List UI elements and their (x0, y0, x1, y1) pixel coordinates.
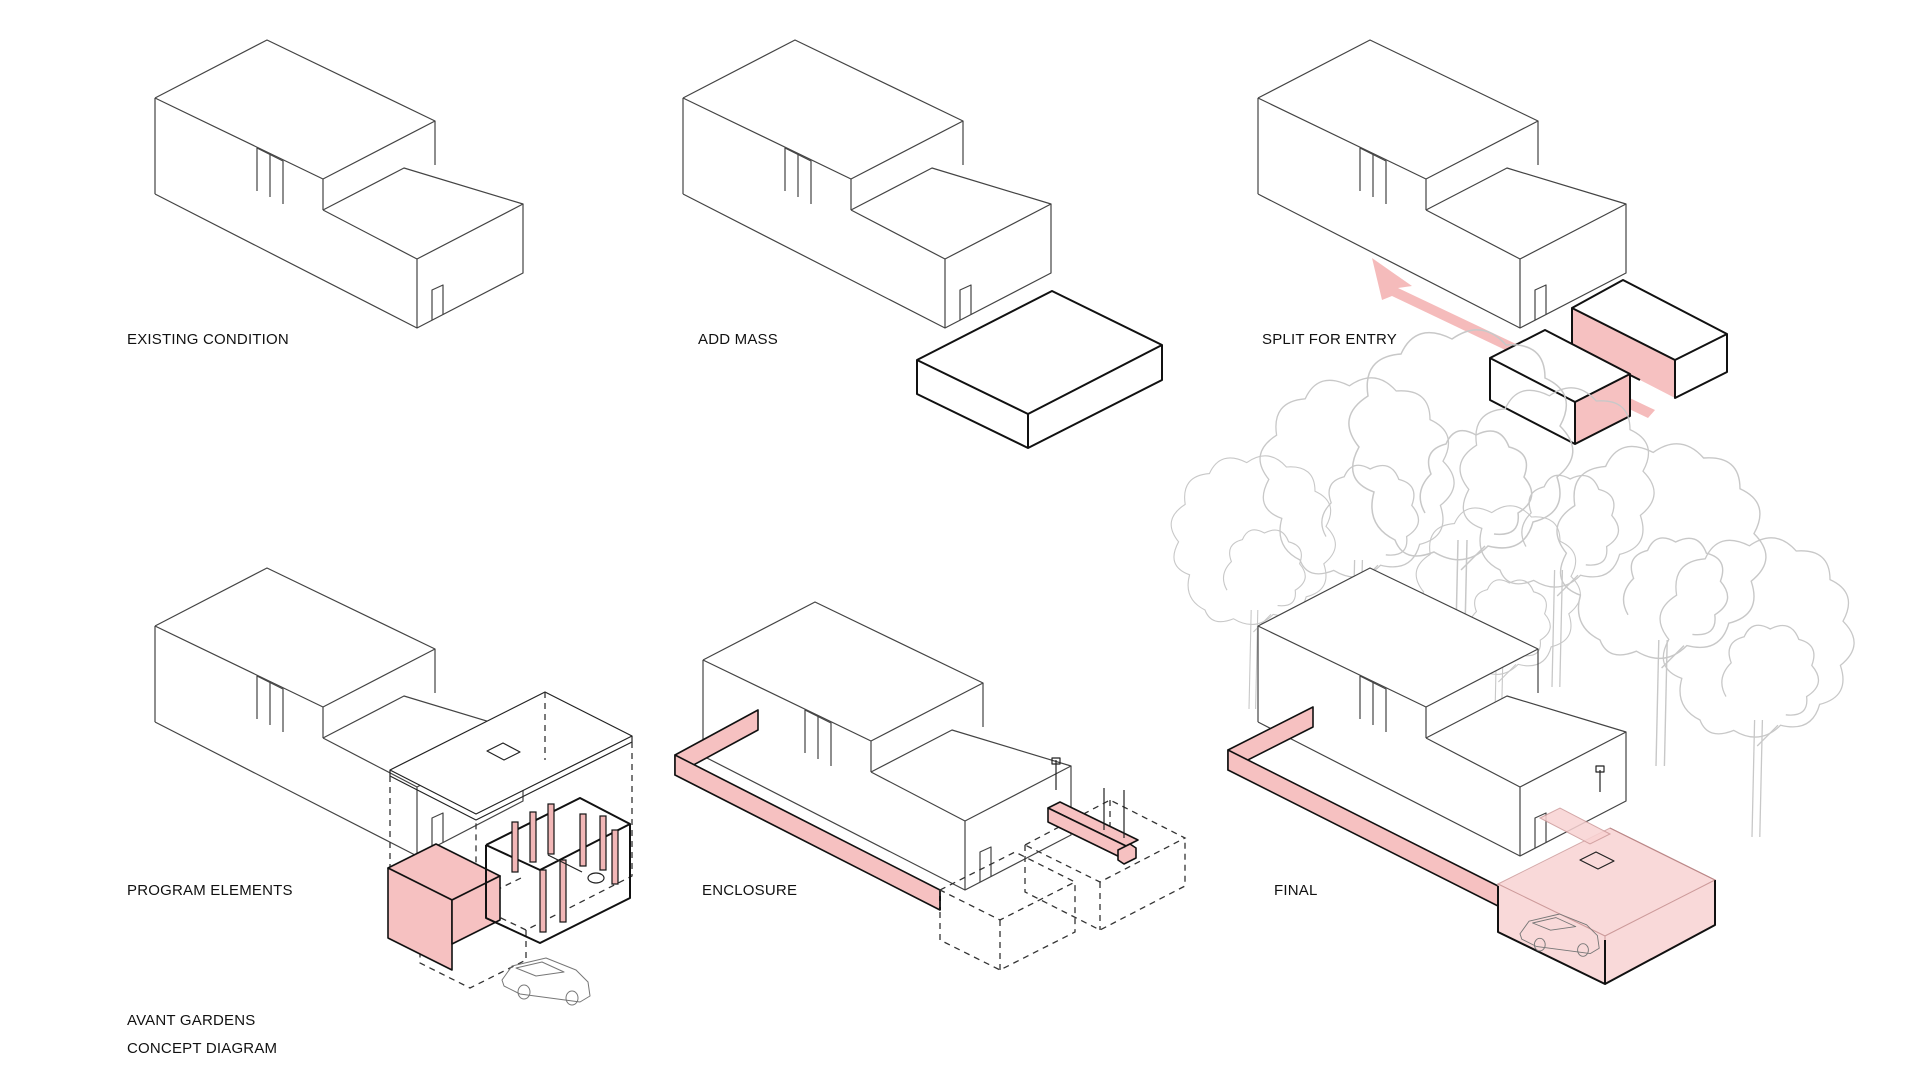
program-columns (485, 797, 631, 944)
panel-split-for-entry (1257, 39, 1728, 445)
enclosure-program-bar (1047, 801, 1139, 865)
panel-label-split-for-entry: SPLIT FOR ENTRY (1262, 331, 1397, 348)
panel-add-mass (682, 39, 1163, 449)
skylight (486, 742, 521, 761)
footer-title: AVANT GARDENS (127, 1012, 256, 1029)
panel-label-existing-condition: EXISTING CONDITION (127, 331, 289, 348)
existing-house (154, 567, 524, 857)
panel-label-program-elements: PROGRAM ELEMENTS (127, 882, 293, 899)
added-mass-box (916, 290, 1163, 449)
car (501, 957, 591, 1006)
existing-house (154, 39, 524, 329)
dashed-program-boxes (938, 799, 1187, 971)
panel-final (1170, 329, 1855, 985)
final-skylight (1579, 851, 1615, 870)
panel-label-enclosure: ENCLOSURE (702, 882, 798, 899)
roof-slab (389, 691, 633, 821)
panel-label-final: FINAL (1274, 882, 1318, 899)
existing-house (682, 39, 1052, 329)
final-pink-volume (1496, 807, 1717, 985)
existing-house (1257, 39, 1627, 329)
existing-house (702, 601, 1072, 891)
program-wall (387, 843, 501, 971)
footer-subtitle: CONCEPT DIAGRAM (127, 1040, 278, 1057)
panel-existing-condition (154, 39, 524, 329)
panel-program-elements (154, 567, 633, 1006)
split-box-left (1489, 329, 1631, 445)
enclosure-wall (674, 709, 941, 911)
panel-label-add-mass: ADD MASS (698, 331, 778, 348)
panel-enclosure (674, 601, 1187, 971)
